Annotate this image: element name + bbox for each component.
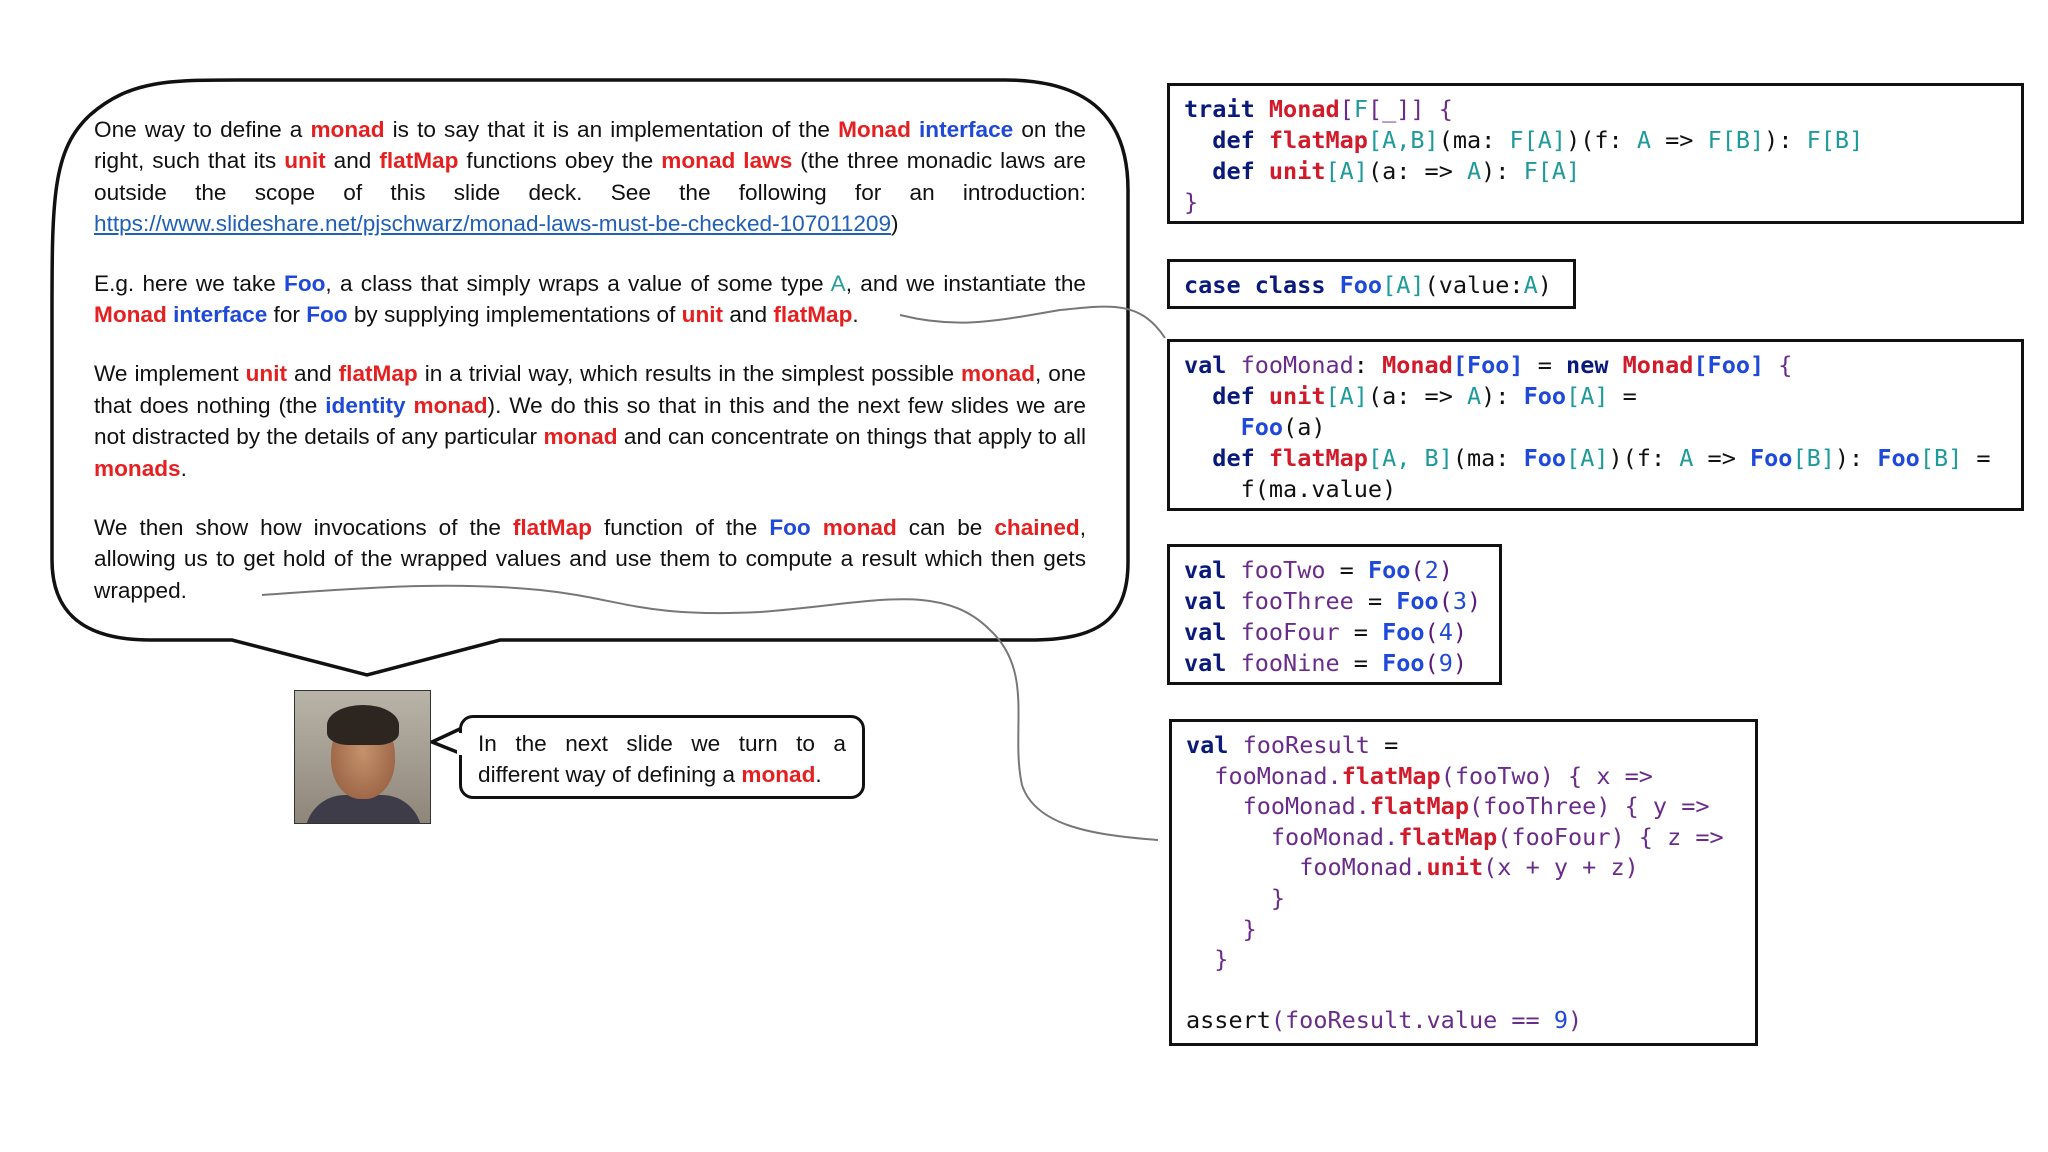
avatar-shirt (305, 795, 422, 823)
value-row: val fooFour = Foo(4) (1184, 618, 1468, 646)
code-trait-monad: trait Monad[F[_]] { def flatMap[A,B](ma:… (1167, 83, 2024, 224)
avatar-hair (327, 705, 399, 745)
code-case-class-foo: case class Foo[A](value:A) (1167, 259, 1576, 309)
speech-tail (430, 726, 463, 756)
paragraph-example: E.g. here we take Foo, a class that simp… (94, 270, 1086, 328)
speech-tail-mask (457, 733, 467, 755)
paragraph-definition: One way to define a monad is to say that… (94, 117, 1086, 237)
code-foo-result: val fooResult = fooMonad.flatMap(fooTwo)… (1169, 719, 1758, 1046)
monad-laws-link[interactable]: https://www.slideshare.net/pjschwarz/mon… (94, 211, 892, 237)
value-row: val fooThree = Foo(3) (1184, 587, 1482, 615)
paragraph-implementation: We implement unit and flatMap in a trivi… (94, 361, 1086, 481)
value-row: val fooNine = Foo(9) (1184, 649, 1468, 677)
code-foo-values: val fooTwo = Foo(2) val fooThree = Foo(3… (1167, 544, 1502, 685)
paragraph-chaining: We then show how invocations of the flat… (94, 515, 1086, 603)
value-row: val fooTwo = Foo(2) (1184, 556, 1453, 584)
narration-text: One way to define a monad is to say that… (94, 114, 1086, 634)
presenter-speech-bubble: In the next slide we turn to a different… (459, 715, 865, 799)
presenter-avatar (294, 690, 431, 824)
code-foo-monad: val fooMonad: Monad[Foo] = new Monad[Foo… (1167, 339, 2024, 511)
